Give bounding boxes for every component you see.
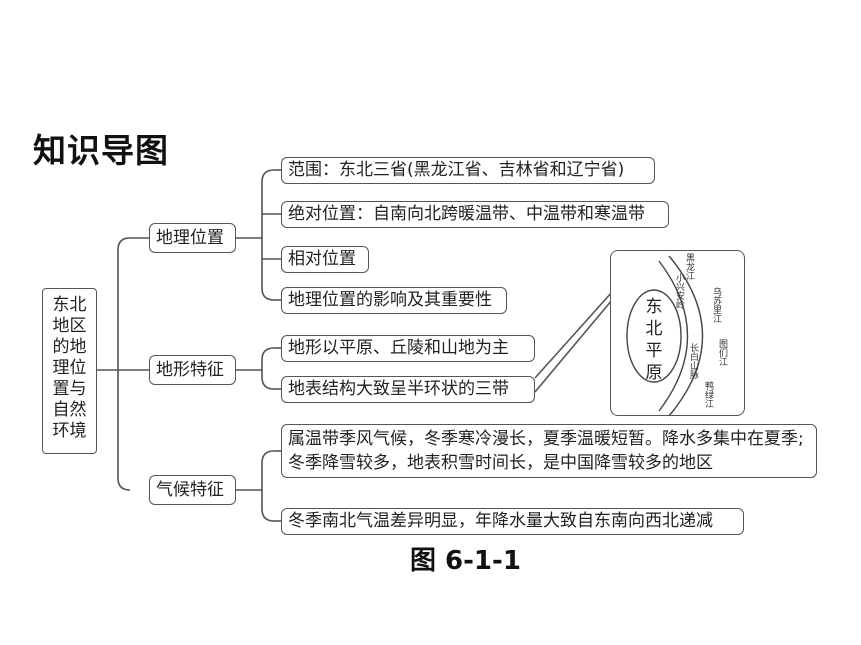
category-climate: 气候特征 [149,475,236,505]
climate-type: 属温带季风气候，冬季寒冷漫长，夏季温暖短暂。降水多集中在夏季;冬季降雪较多，地表… [281,424,817,478]
terrain-structure: 地表结构大致呈半环状的三带 [281,376,535,403]
river-label-wusuli: 乌苏里江 [711,287,721,323]
terrain-sketch-map: 东北平原 小兴安岭 长白山脉 黑龙江 乌苏里江 图们江 鸭绿江 [610,250,745,417]
category-location: 地理位置 [149,223,236,253]
location-absolute: 绝对位置：自南向北跨暖温带、中温带和寒温带 [281,201,669,228]
river-label-tumen: 图们江 [717,339,727,366]
mountain-label-south: 长白山脉 [688,343,698,379]
river-label-heilongjiang: 黑龙江 [684,253,694,280]
mountain-arc [658,260,689,412]
location-scope: 范围：东北三省(黑龙江省、吉林省和辽宁省) [281,157,655,184]
page-title: 知识导图 [33,131,169,170]
root-topic: 东北地区的地理位置与自然环境 [42,288,97,454]
climate-temperature-precipitation: 冬季南北气温差异明显，年降水量大致自东南向西北递减 [281,508,744,535]
mountain-label-north: 小兴安岭 [674,273,684,309]
location-relative: 相对位置 [281,246,369,273]
category-terrain: 地形特征 [149,355,236,385]
location-influence: 地理位置的影响及其重要性 [281,287,507,314]
plain-label: 东北平原 [645,297,663,383]
figure-caption: 图 6-1-1 [410,546,521,576]
terrain-arcs [626,255,704,417]
plain-ellipse [626,289,682,383]
terrain-composition: 地形以平原、丘陵和山地为主 [281,335,535,362]
river-arc [668,255,704,417]
river-label-yalu: 鸭绿江 [703,381,713,408]
